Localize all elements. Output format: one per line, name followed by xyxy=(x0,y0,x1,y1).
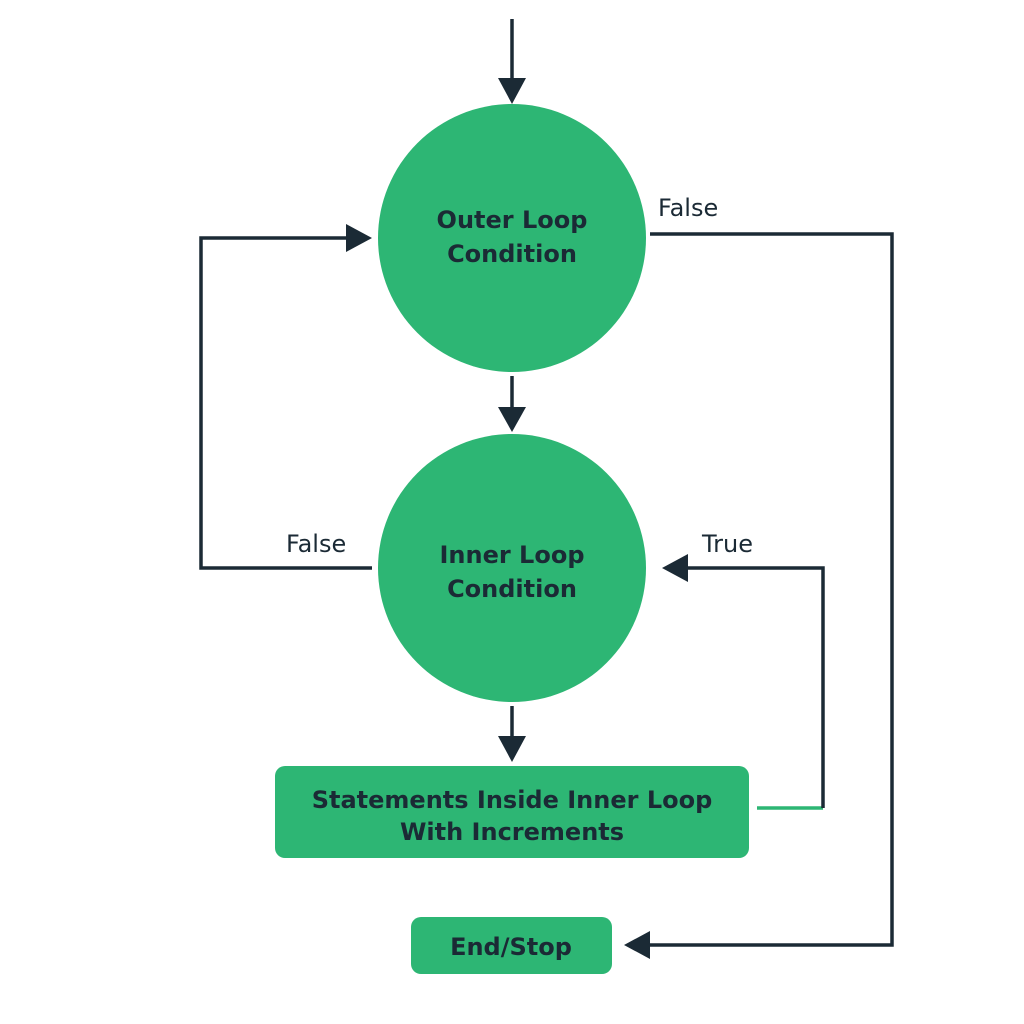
statements-label-line-2: With Increments xyxy=(400,818,624,846)
outer-loop-condition-label-line-1: Outer Loop xyxy=(437,206,588,234)
outer-false-label: False xyxy=(658,194,718,222)
end-stop-node xyxy=(411,917,612,974)
statements-label-line-1: Statements Inside Inner Loop xyxy=(312,786,713,814)
outer-to-inner-arrowhead xyxy=(498,407,526,432)
inner-true-loop-arrowhead xyxy=(662,554,688,582)
entry-arrowhead xyxy=(498,78,526,104)
inner-true-loop-line xyxy=(686,566,825,808)
end-stop-label: End/Stop xyxy=(450,933,572,961)
outer-false-exit-line xyxy=(648,232,894,947)
statements-inside-inner-loop-node xyxy=(275,766,749,858)
inner-true-label: True xyxy=(701,530,753,558)
outer-loop-condition-node xyxy=(378,104,646,372)
inner-false-loop-arrowhead xyxy=(346,224,372,252)
inner-to-statements-arrowhead xyxy=(498,736,526,762)
inner-false-label: False xyxy=(286,530,346,558)
outer-loop-condition-label-line-2: Condition xyxy=(447,240,577,268)
inner-loop-condition-node xyxy=(378,434,646,702)
inner-loop-condition-label-line-2: Condition xyxy=(447,575,577,603)
outer-false-exit-arrowhead xyxy=(624,931,650,959)
inner-false-loop-line xyxy=(199,236,372,570)
inner-loop-condition-label-line-1: Inner Loop xyxy=(439,541,584,569)
